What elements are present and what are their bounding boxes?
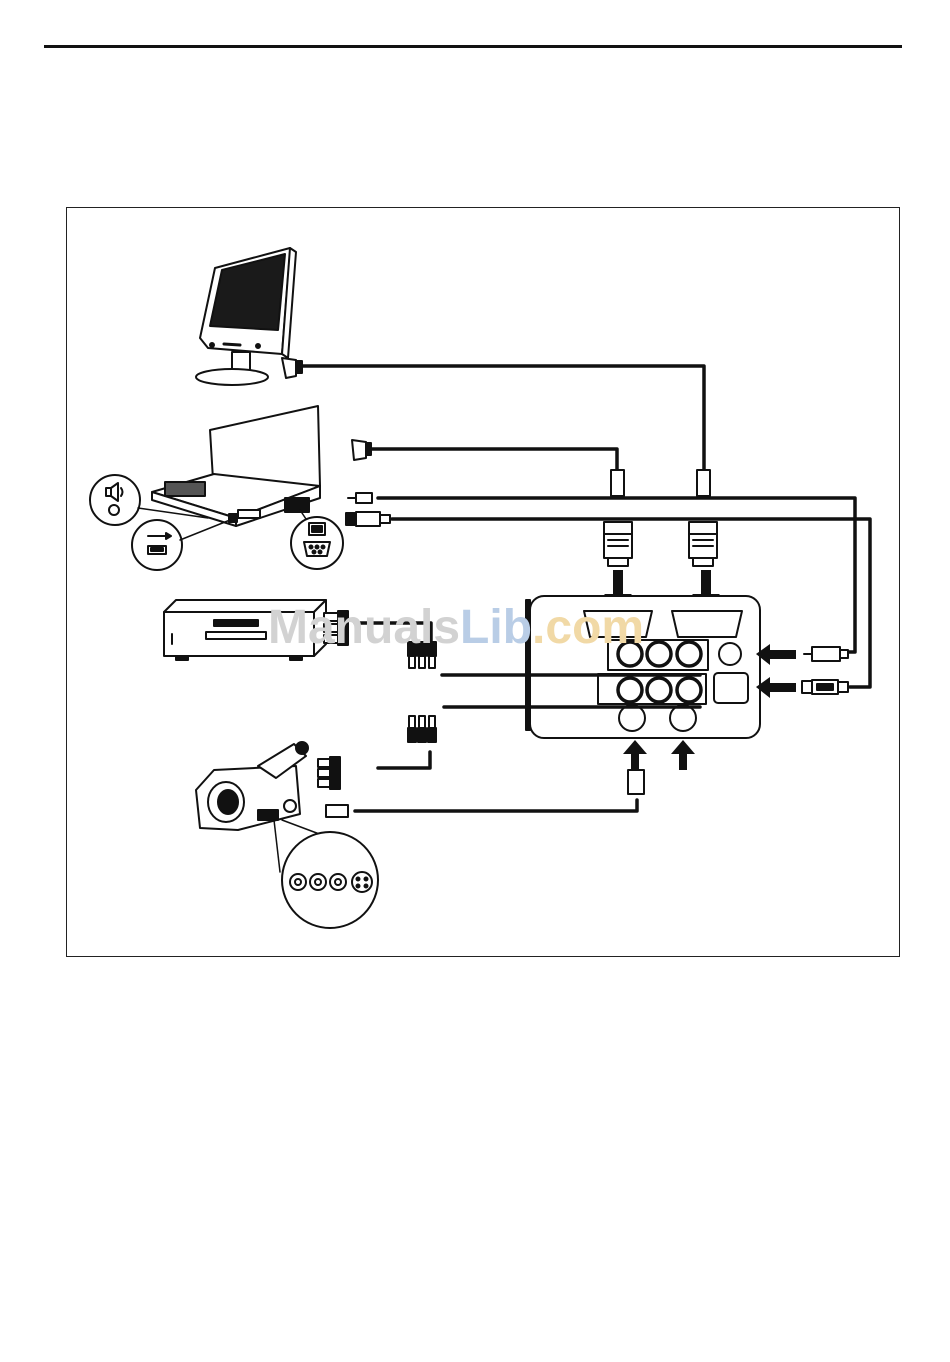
s-video-cable bbox=[355, 800, 637, 811]
arrow-left-icon bbox=[756, 644, 796, 665]
laptop-vga-plug-icon bbox=[352, 440, 371, 460]
watermark-part2: Lib bbox=[460, 601, 532, 654]
rca-plugs-lower-icon bbox=[408, 716, 436, 742]
monitor-base bbox=[196, 369, 268, 385]
dvd-display bbox=[214, 620, 258, 626]
vga-callout bbox=[291, 510, 343, 569]
camcorder-icon bbox=[196, 742, 308, 830]
camcorder-av-cable bbox=[378, 752, 430, 768]
audio-l-port bbox=[647, 678, 671, 702]
usb-callout bbox=[132, 520, 230, 570]
arrow-up-icon bbox=[623, 740, 647, 770]
s-video-jack-icon bbox=[352, 872, 372, 892]
s-video-plug-icon bbox=[326, 805, 348, 817]
watermark-part1: Manuals bbox=[268, 601, 460, 654]
laptop-icon bbox=[152, 406, 320, 526]
audio-jack-icon bbox=[109, 505, 119, 515]
usb-plug-panel-icon bbox=[802, 680, 848, 694]
monitor-vga-plug-icon bbox=[282, 358, 302, 378]
monitor-base-neck bbox=[232, 352, 250, 370]
monitor-button bbox=[256, 344, 260, 348]
usb-port bbox=[714, 673, 748, 703]
audio-r-port bbox=[677, 678, 701, 702]
audio-in-port bbox=[719, 643, 741, 665]
vga-in-2-port bbox=[672, 611, 742, 637]
watermark-part3: .com bbox=[532, 601, 644, 654]
rs232-port bbox=[670, 705, 696, 731]
watermark: ManualsLib.com bbox=[268, 601, 644, 654]
vga-plug-computer1-icon bbox=[604, 522, 632, 566]
audio-plug-icon bbox=[348, 493, 372, 503]
monitor-button bbox=[210, 343, 214, 347]
dvd-tray bbox=[206, 632, 266, 639]
arrow-up-icon bbox=[671, 740, 695, 770]
audio-plug-panel-icon bbox=[804, 647, 848, 661]
cables bbox=[298, 366, 870, 811]
usb-plug-icon bbox=[346, 512, 390, 526]
laptop-vga-cable bbox=[368, 449, 617, 472]
ferrite-bead bbox=[697, 470, 710, 496]
laptop-keyboard bbox=[165, 482, 205, 496]
camcorder-outputs-callout bbox=[274, 820, 378, 928]
arrow-left-icon bbox=[756, 677, 796, 698]
component-pb-port bbox=[647, 642, 671, 666]
laptop-rear-port bbox=[285, 498, 309, 512]
laptop-side-port bbox=[238, 510, 260, 518]
vga-plug-computer2-icon bbox=[689, 522, 717, 566]
monitor-icon bbox=[196, 248, 296, 385]
component-pr-port bbox=[677, 642, 701, 666]
s-video-in-port bbox=[619, 705, 645, 731]
monitor-small-icon bbox=[309, 523, 325, 535]
vga-port-icon bbox=[304, 542, 330, 556]
video-in-port bbox=[618, 678, 642, 702]
laptop-side-port bbox=[229, 514, 237, 522]
camcorder-rca-plugs-icon bbox=[318, 757, 340, 789]
ferrite-bead bbox=[611, 470, 624, 496]
